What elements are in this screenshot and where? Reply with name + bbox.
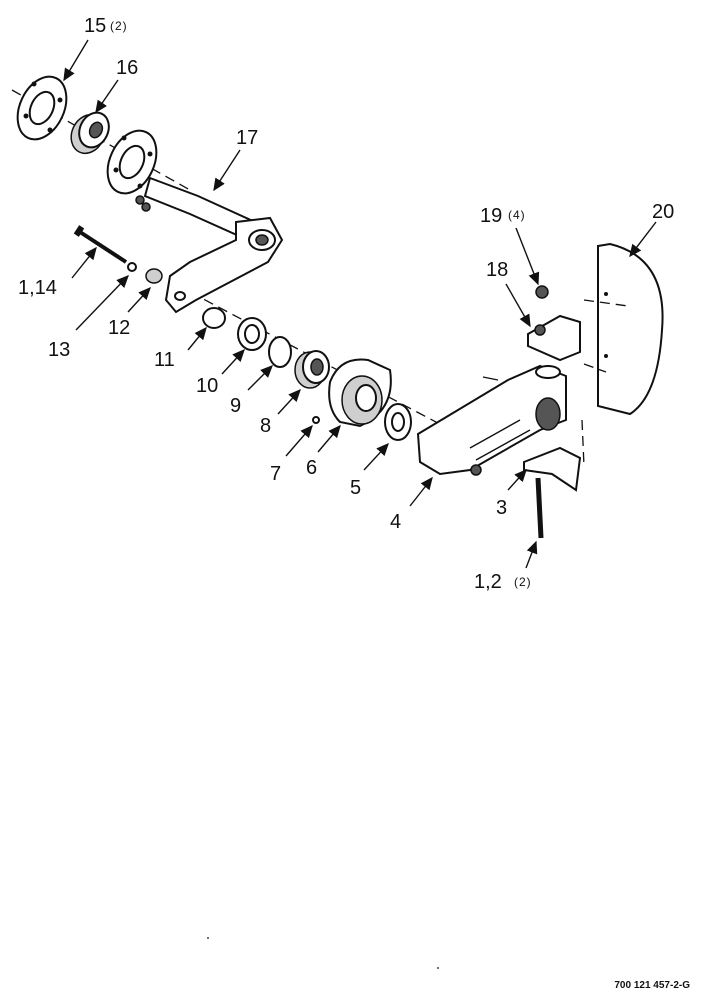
callout-19: 19 <box>480 205 502 227</box>
callout-8: 8 <box>260 415 271 437</box>
callout-13: 13 <box>48 339 70 361</box>
leader-8 <box>277 388 301 415</box>
pin-bolt <box>535 477 544 539</box>
bearing-insert <box>70 111 110 155</box>
shield-mount-line-lower <box>583 363 607 373</box>
speck <box>207 937 209 939</box>
lower-bracket <box>523 446 582 492</box>
leader-1-14 <box>71 246 97 279</box>
speck <box>437 967 439 969</box>
callout-20: 20 <box>652 201 674 223</box>
leader-4 <box>409 476 433 507</box>
leader-17 <box>213 149 241 192</box>
thrust-washer <box>202 307 226 329</box>
leader-18 <box>505 283 531 328</box>
shield-panel <box>597 242 664 416</box>
crank-arm <box>143 176 284 314</box>
callout-10: 10 <box>196 375 218 397</box>
long-bolt <box>73 225 128 264</box>
flange-nuts <box>135 195 151 212</box>
leader-10 <box>221 348 245 375</box>
leader-7 <box>285 424 313 457</box>
callout-9: 9 <box>230 395 241 417</box>
leader-6 <box>317 424 341 453</box>
leader-19 <box>515 227 540 286</box>
callout-15: 15 <box>84 15 106 37</box>
leader-9 <box>247 365 273 391</box>
snap-ring <box>268 336 292 368</box>
callout-18: 18 <box>486 259 508 281</box>
leader-15 <box>63 39 89 82</box>
leader-3 <box>507 468 527 491</box>
callout-5: 5 <box>350 477 361 499</box>
leader-1-2 <box>525 540 538 569</box>
shield-mount-line-vertical <box>581 419 585 467</box>
flange-plate-right <box>106 129 158 195</box>
shield-mount-line-upper <box>583 299 629 307</box>
callout-15-qty: (2) <box>110 19 128 33</box>
washer <box>127 262 137 272</box>
upper-bracket <box>527 314 581 362</box>
leader-5 <box>363 442 389 471</box>
seal-ring <box>237 317 267 351</box>
leader-20 <box>629 221 657 258</box>
callout-12: 12 <box>108 317 130 339</box>
callout-1-2-qty: (2) <box>514 575 532 589</box>
callout-1-2: 1,2 <box>474 571 502 593</box>
callout-19-qty: (4) <box>508 208 526 222</box>
bearing-axis-line <box>189 291 471 441</box>
callout-17: 17 <box>236 127 258 149</box>
callout-3: 3 <box>496 497 507 519</box>
callout-6: 6 <box>306 457 317 479</box>
leader-11 <box>187 326 207 351</box>
flange-plate-left <box>16 75 68 141</box>
callout-1-14: 1,14 <box>18 277 57 299</box>
hex-nut <box>535 285 549 299</box>
bearing-housing <box>328 358 392 428</box>
callout-16: 16 <box>116 57 138 79</box>
callout-4: 4 <box>390 511 401 533</box>
bearing-seal <box>384 403 412 441</box>
leader-13 <box>75 274 129 331</box>
leader-12 <box>127 286 151 313</box>
grease-fitting <box>312 416 320 424</box>
callout-11: 11 <box>154 349 175 371</box>
leader-16 <box>95 79 119 114</box>
arm-housing <box>416 364 567 476</box>
spacer-bushing <box>145 268 163 284</box>
bearing <box>294 350 330 389</box>
drawing-number: 700 121 457-2-G <box>614 980 690 991</box>
pivot-axis-mark <box>482 376 499 381</box>
callout-7: 7 <box>270 463 281 485</box>
